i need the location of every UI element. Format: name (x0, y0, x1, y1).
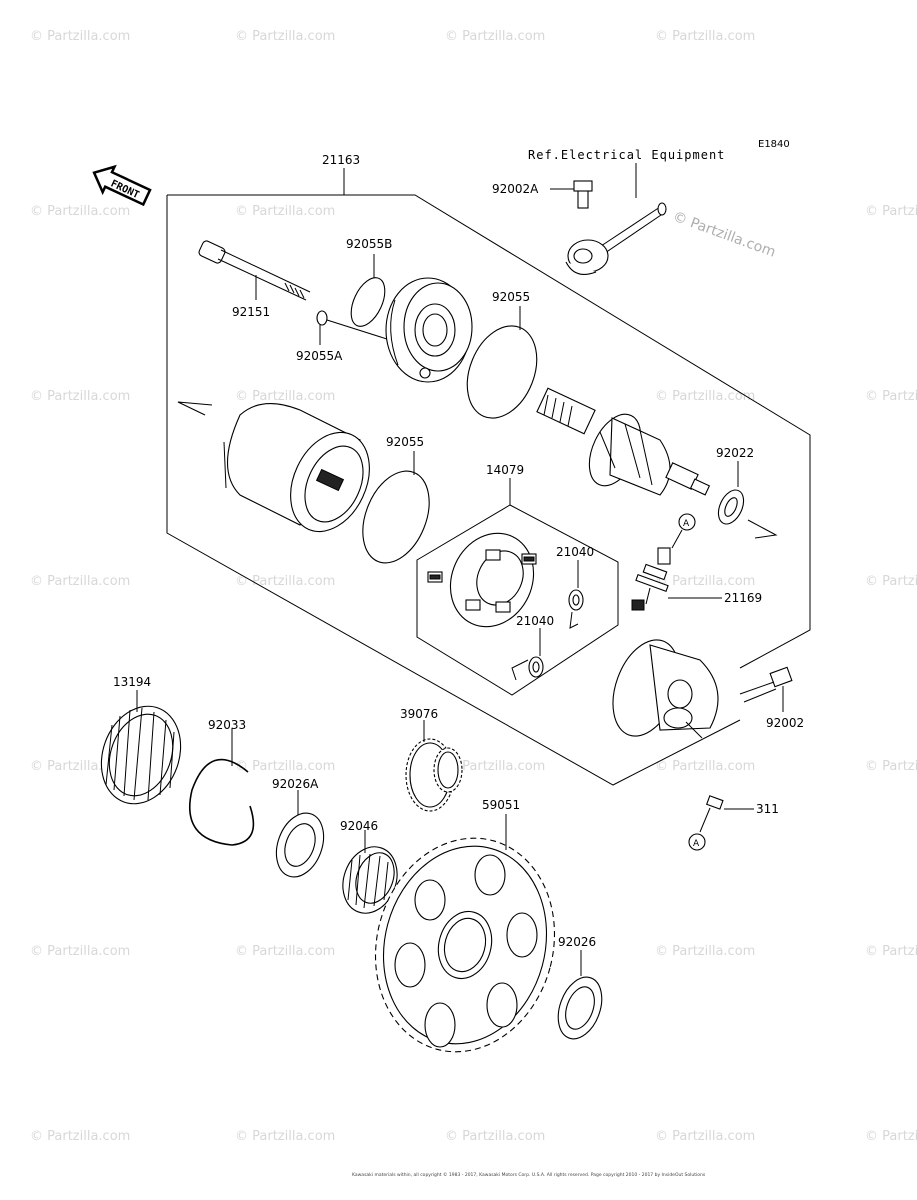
watermark: © Partzilla.com (30, 1129, 130, 1144)
brush-spring-lower (511, 656, 544, 681)
end-cover (612, 639, 719, 739)
watermark: © Partzilla.com (445, 29, 545, 44)
watermark: © Partzilla.com (865, 944, 917, 959)
callout-92055B: 92055B (346, 237, 392, 251)
assembly-arrow (747, 519, 778, 539)
assembly-arrow (177, 401, 213, 416)
washer-hole (284, 823, 316, 867)
brush-spring-upper (568, 589, 584, 629)
ref-a-marker (678, 513, 696, 531)
ref-electrical-note: Ref.Electrical Equipment (528, 148, 725, 162)
washer-hole (565, 986, 595, 1030)
armature (536, 387, 711, 496)
watermark: © Partzilla.com (865, 389, 917, 404)
front-cover (385, 277, 473, 383)
bolt-92002 (739, 666, 793, 703)
callout-92055A: 92055A (296, 349, 343, 363)
dowel-pin (706, 795, 724, 810)
ref-a-marker-2 (688, 833, 706, 851)
callout-92046: 92046 (340, 819, 378, 833)
callout-21163: 21163 (322, 153, 360, 167)
ref-a-label: A (683, 519, 690, 529)
watermark: © Partzilla.com (30, 389, 130, 404)
callout-92002: 92002 (766, 716, 804, 730)
assembly-outline (167, 194, 811, 669)
starter-idle-gear (405, 738, 463, 812)
o-ring-92055B (350, 277, 386, 327)
watermark: © Partzilla.com (655, 759, 755, 774)
starter-cable-terminal (565, 180, 667, 275)
leader-line (326, 319, 391, 341)
watermark: © Partzilla.com (655, 1129, 755, 1144)
washer-hole (724, 497, 738, 517)
watermark: © Partzilla.com (30, 204, 130, 219)
callout-21040: 21040 (556, 545, 594, 559)
callout-92033: 92033 (208, 718, 246, 732)
callout-13194: 13194 (113, 675, 151, 689)
through-bolt (198, 240, 311, 301)
o-ring-small (316, 310, 328, 326)
watermark: © Partzilla.com (235, 944, 335, 959)
watermark: © Partzilla.com (235, 574, 335, 589)
watermark: © Partzilla.com (445, 1129, 545, 1144)
copyright-note: Kawasaki materials within, all copyright… (352, 1171, 706, 1178)
callout-59051: 59051 (482, 798, 520, 812)
brush-plate (427, 532, 537, 628)
leader-line (699, 807, 711, 833)
leader-line (671, 529, 683, 549)
front-arrow-icon: FRONT (92, 164, 152, 207)
watermark: © Partzilla.com (655, 944, 755, 959)
watermark: © Partzilla.com (30, 29, 130, 44)
callout-21040-lower: 21040 (516, 614, 554, 628)
callout-92026: 92026 (558, 935, 596, 949)
circlip (188, 758, 255, 846)
callout-92026A: 92026A (272, 777, 319, 791)
watermark: © Partzilla.com (30, 944, 130, 959)
watermark: © Partzilla.com (235, 29, 335, 44)
one-way-clutch (100, 705, 182, 805)
watermark: © Partzilla.com (655, 389, 755, 404)
assembly-outline (166, 195, 741, 786)
watermark: © Partzilla.com (865, 1129, 917, 1144)
watermark: © Partzilla.com (235, 759, 335, 774)
watermark: © Partzilla.com (235, 1129, 335, 1144)
watermark: © Partzilla.com (445, 759, 545, 774)
watermark: © Partzilla.com (30, 574, 130, 589)
callout-14079: 14079 (486, 463, 524, 477)
yoke-housing (223, 403, 370, 533)
diagram-code: E1840 (758, 139, 790, 150)
brush-terminal (631, 547, 671, 611)
callout-92151: 92151 (232, 305, 270, 319)
watermark: © Partzilla.com (655, 574, 755, 589)
callout-92055: 92055 (492, 290, 530, 304)
callout-311: 311 (756, 802, 779, 816)
callout-39076: 39076 (400, 707, 438, 721)
callout-92055-lower: 92055 (386, 435, 424, 449)
watermark: © Partzilla.com (235, 389, 335, 404)
callout-92022: 92022 (716, 446, 754, 460)
watermark: © Partzilla.com (865, 204, 917, 219)
ref-a-label-2: A (693, 839, 700, 849)
watermarks: © Partzilla.com © Partzilla.com © Partzi… (30, 29, 917, 1144)
watermark: © Partzilla.com (235, 204, 335, 219)
watermark: © Partzilla.com (865, 759, 917, 774)
watermark: © Partzilla.com (655, 29, 755, 44)
callout-92002A: 92002A (492, 182, 539, 196)
starter-clutch-gear (374, 837, 556, 1053)
watermark: © Partzilla.com (865, 574, 917, 589)
callout-21169: 21169 (724, 591, 762, 605)
watermark: © Partzilla.com (671, 209, 778, 261)
